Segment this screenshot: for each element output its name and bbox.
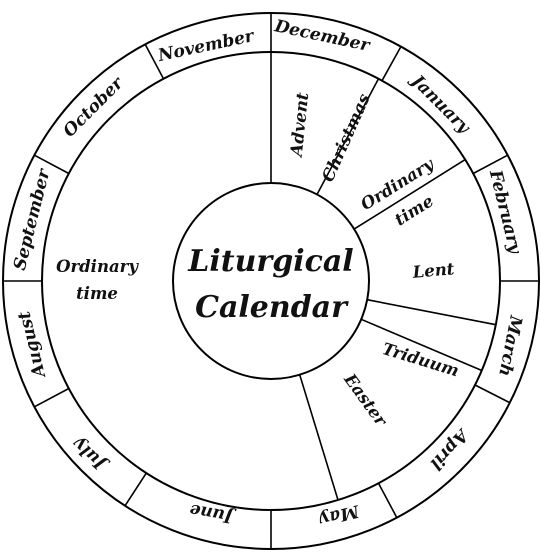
season-label-lent: Lent	[411, 259, 456, 282]
season-label-advent: Advent	[287, 91, 313, 159]
season-separator-2	[353, 158, 466, 230]
month-separator-8	[34, 387, 70, 408]
season-label-ordinary-time-1-line2: time	[391, 191, 437, 229]
month-label-october: October	[60, 73, 129, 142]
month-separator-2	[472, 154, 508, 175]
season-separator-3	[367, 298, 496, 326]
season-separators	[270, 52, 496, 501]
month-label-september: September	[10, 166, 55, 272]
season-label-christmas: Christmas	[318, 91, 374, 185]
month-separators	[3, 13, 539, 549]
month-separator-7	[124, 472, 147, 507]
month-label-december: December	[272, 16, 372, 56]
title-line-2: Calendar	[195, 290, 349, 325]
month-label-april: April	[425, 424, 473, 474]
season-label-ordinary-time-2-line2: time	[76, 284, 118, 303]
season-label-easter: Easter	[340, 369, 392, 430]
season-label-ordinary-time-2-line1: Ordinary	[56, 257, 139, 276]
season-separator-4	[360, 318, 483, 372]
month-separator-4	[474, 384, 511, 404]
center-circle	[172, 182, 370, 380]
month-separator-11	[144, 44, 165, 80]
title-line-1: Liturgical	[187, 244, 353, 279]
month-separator-10	[34, 154, 70, 175]
month-label-march: March	[494, 313, 526, 378]
season-separator-1	[316, 78, 380, 195]
month-separator-1	[381, 46, 402, 82]
month-separator-5	[377, 482, 398, 518]
month-label-june: June	[188, 499, 238, 527]
season-separator-5	[298, 374, 339, 501]
